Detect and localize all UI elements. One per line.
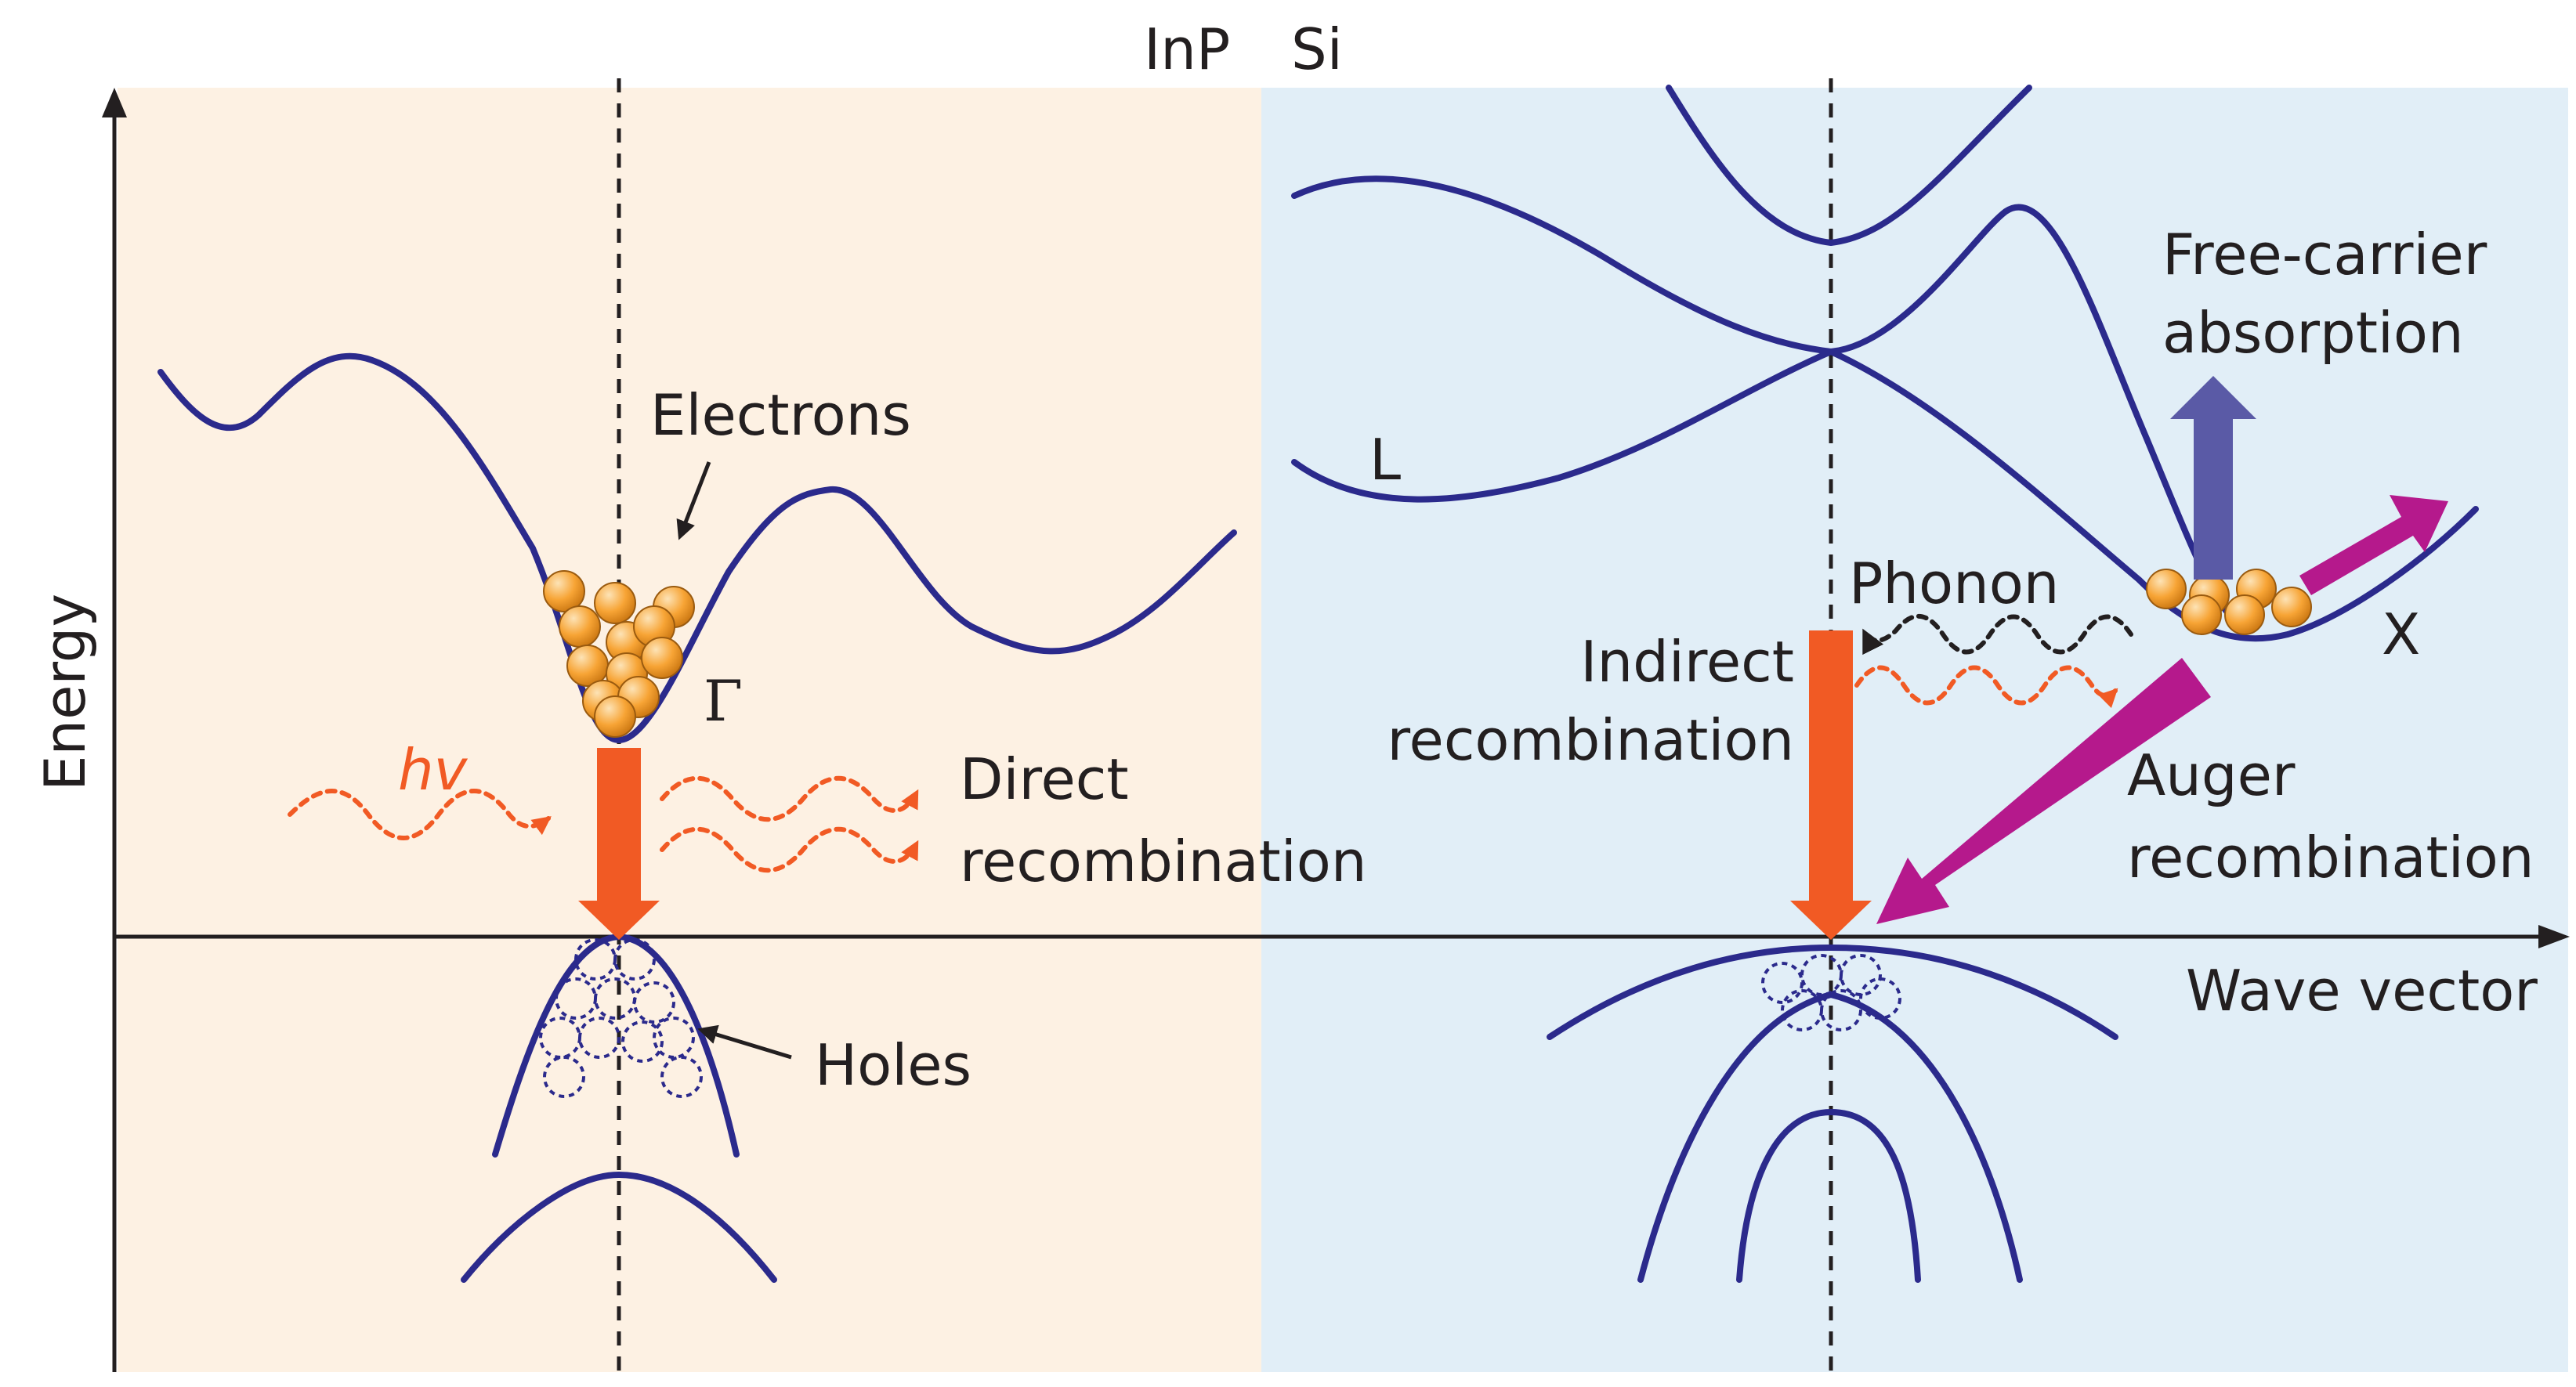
- holes-label: Holes: [815, 1032, 971, 1098]
- si-light-hole-band: [1637, 991, 2023, 1283]
- holes-pointer-arrow: [697, 1024, 792, 1060]
- inp-label: InP: [1144, 16, 1230, 82]
- si-steep-band: [1666, 85, 2032, 246]
- valley-L-label: L: [1369, 427, 1401, 493]
- auger-recombination-arrow: [1876, 658, 2211, 924]
- si-photon-wave: [1854, 665, 2118, 709]
- inp-conduction-band: [157, 352, 1237, 743]
- inp-region: [118, 88, 1261, 1372]
- phonon-wave: [1862, 613, 2133, 656]
- si-holes: [1761, 954, 1901, 1031]
- si-electrons: [2146, 569, 2312, 635]
- direct-recombination-arrow-shaft: [597, 748, 641, 905]
- free-carrier-absorption-arrow-head: [2170, 376, 2256, 419]
- hv-label: hv: [398, 737, 469, 803]
- direct-recombination-line2: recombination: [960, 829, 1366, 894]
- emitted-photon-wave-1: [660, 775, 919, 822]
- direct-recombination-arrow-head: [578, 901, 660, 940]
- auger-excitation-arrow: [2299, 495, 2448, 595]
- inp-electrons: [543, 570, 695, 738]
- si-label: Si: [1291, 16, 1343, 82]
- si-upper-band: [1291, 175, 2236, 622]
- gamma-label: Γ: [704, 668, 743, 734]
- inp-holes: [539, 938, 703, 1098]
- auger-recombination-line2: recombination: [2127, 825, 2534, 890]
- indirect-recombination-arrow-head: [1790, 901, 1872, 940]
- si-heavy-hole-band: [1547, 945, 2118, 1040]
- inp-split-off-band: [461, 1172, 777, 1283]
- si-region: [1261, 88, 2568, 1372]
- free-carrier-absorption-line2: absorption: [2162, 300, 2464, 366]
- energy-axis-arrowhead: [102, 88, 127, 117]
- phonon-label: Phonon: [1849, 551, 2059, 616]
- direct-recombination-line1: Direct: [960, 746, 1129, 812]
- free-carrier-absorption-line1: Free-carrier: [2162, 222, 2487, 287]
- electrons-label: Electrons: [650, 382, 911, 448]
- valley-X-label: X: [2382, 601, 2420, 667]
- indirect-recombination-line1: Indirect: [1580, 629, 1794, 695]
- auger-recombination-line1: Auger: [2127, 742, 2296, 808]
- indirect-recombination-line2: recombination: [1387, 707, 1794, 773]
- incoming-photon-wave: [288, 789, 552, 840]
- si-conduction-band-L: [1291, 349, 2479, 642]
- electrons-pointer-arrow: [676, 461, 711, 540]
- energy-axis-label: Energy: [32, 594, 98, 791]
- indirect-recombination-arrow-shaft: [1809, 630, 1853, 905]
- wave-vector-axis-arrowhead: [2538, 925, 2570, 948]
- emitted-photon-wave-2: [660, 826, 919, 873]
- si-split-off-band: [1736, 1109, 1921, 1283]
- free-carrier-absorption-arrow-shaft: [2194, 415, 2233, 580]
- wave-vector-axis-label: Wave vector: [2186, 958, 2538, 1024]
